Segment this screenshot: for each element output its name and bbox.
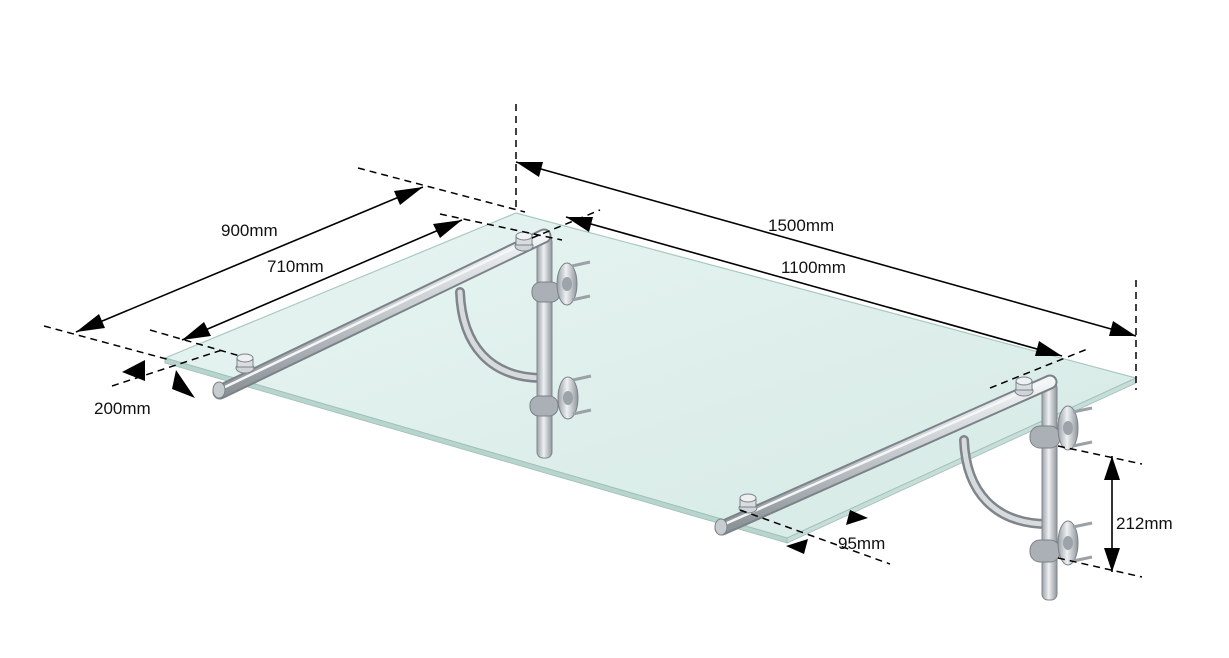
- dimension-line-1100: [565, 216, 1063, 357]
- right-arm-end-cap: [714, 518, 728, 536]
- dimension-710mm: 710mm: [181, 219, 463, 341]
- dimension-label-212: 212mm: [1116, 514, 1173, 533]
- arrowhead: [516, 162, 543, 177]
- arrowhead: [1104, 548, 1120, 572]
- extension-lines: [43, 104, 1143, 578]
- left-lower-wall-mount: [529, 374, 592, 420]
- left-arm-rear-clamp: [514, 231, 534, 252]
- dimension-label-1500: 1500mm: [768, 216, 834, 235]
- dimension-label-200: 200mm: [94, 399, 151, 418]
- left-bracket: [212, 228, 592, 459]
- dimension-1500mm: 1500mm: [515, 161, 1137, 337]
- dimension-1100mm: 1100mm: [565, 216, 1063, 357]
- dimension-label-1100: 1100mm: [781, 258, 846, 277]
- left-bracket-post: [536, 235, 553, 459]
- arrowhead: [182, 322, 211, 340]
- dimension-200mm: 200mm: [94, 360, 195, 418]
- arrowhead: [76, 314, 105, 332]
- dimension-line-710: [181, 219, 463, 341]
- dimension-label-710: 710mm: [267, 257, 324, 276]
- left-upper-wall-mount: [531, 260, 591, 306]
- dimension-line-900: [75, 186, 424, 333]
- arrowhead: [1035, 341, 1062, 356]
- right-lower-wall-mount: [1029, 520, 1093, 566]
- dimension-95mm: 95mm: [786, 510, 885, 554]
- dimension-900mm: 900mm: [75, 186, 424, 333]
- left-arm-front-clamp: [235, 353, 255, 374]
- arrowhead: [433, 220, 462, 238]
- arrowhead: [394, 187, 423, 205]
- dimension-label-900: 900mm: [221, 221, 278, 240]
- right-arm-rear-clamp: [1014, 376, 1034, 397]
- arrowhead: [122, 360, 145, 381]
- arrowhead: [846, 510, 868, 525]
- dimension-line-1500: [515, 161, 1137, 337]
- right-bracket: [714, 374, 1093, 601]
- right-bracket-post: [1041, 381, 1058, 601]
- arrowhead: [172, 370, 195, 398]
- left-arm-end-cap: [212, 381, 226, 399]
- dimension-212mm: 212mm: [1104, 456, 1173, 572]
- arrowhead: [786, 539, 808, 554]
- dimension-label-95: 95mm: [838, 534, 885, 553]
- arrowhead: [1109, 321, 1136, 336]
- arrowhead: [566, 217, 593, 232]
- arrowhead: [1104, 456, 1120, 480]
- right-upper-wall-mount: [1029, 405, 1093, 451]
